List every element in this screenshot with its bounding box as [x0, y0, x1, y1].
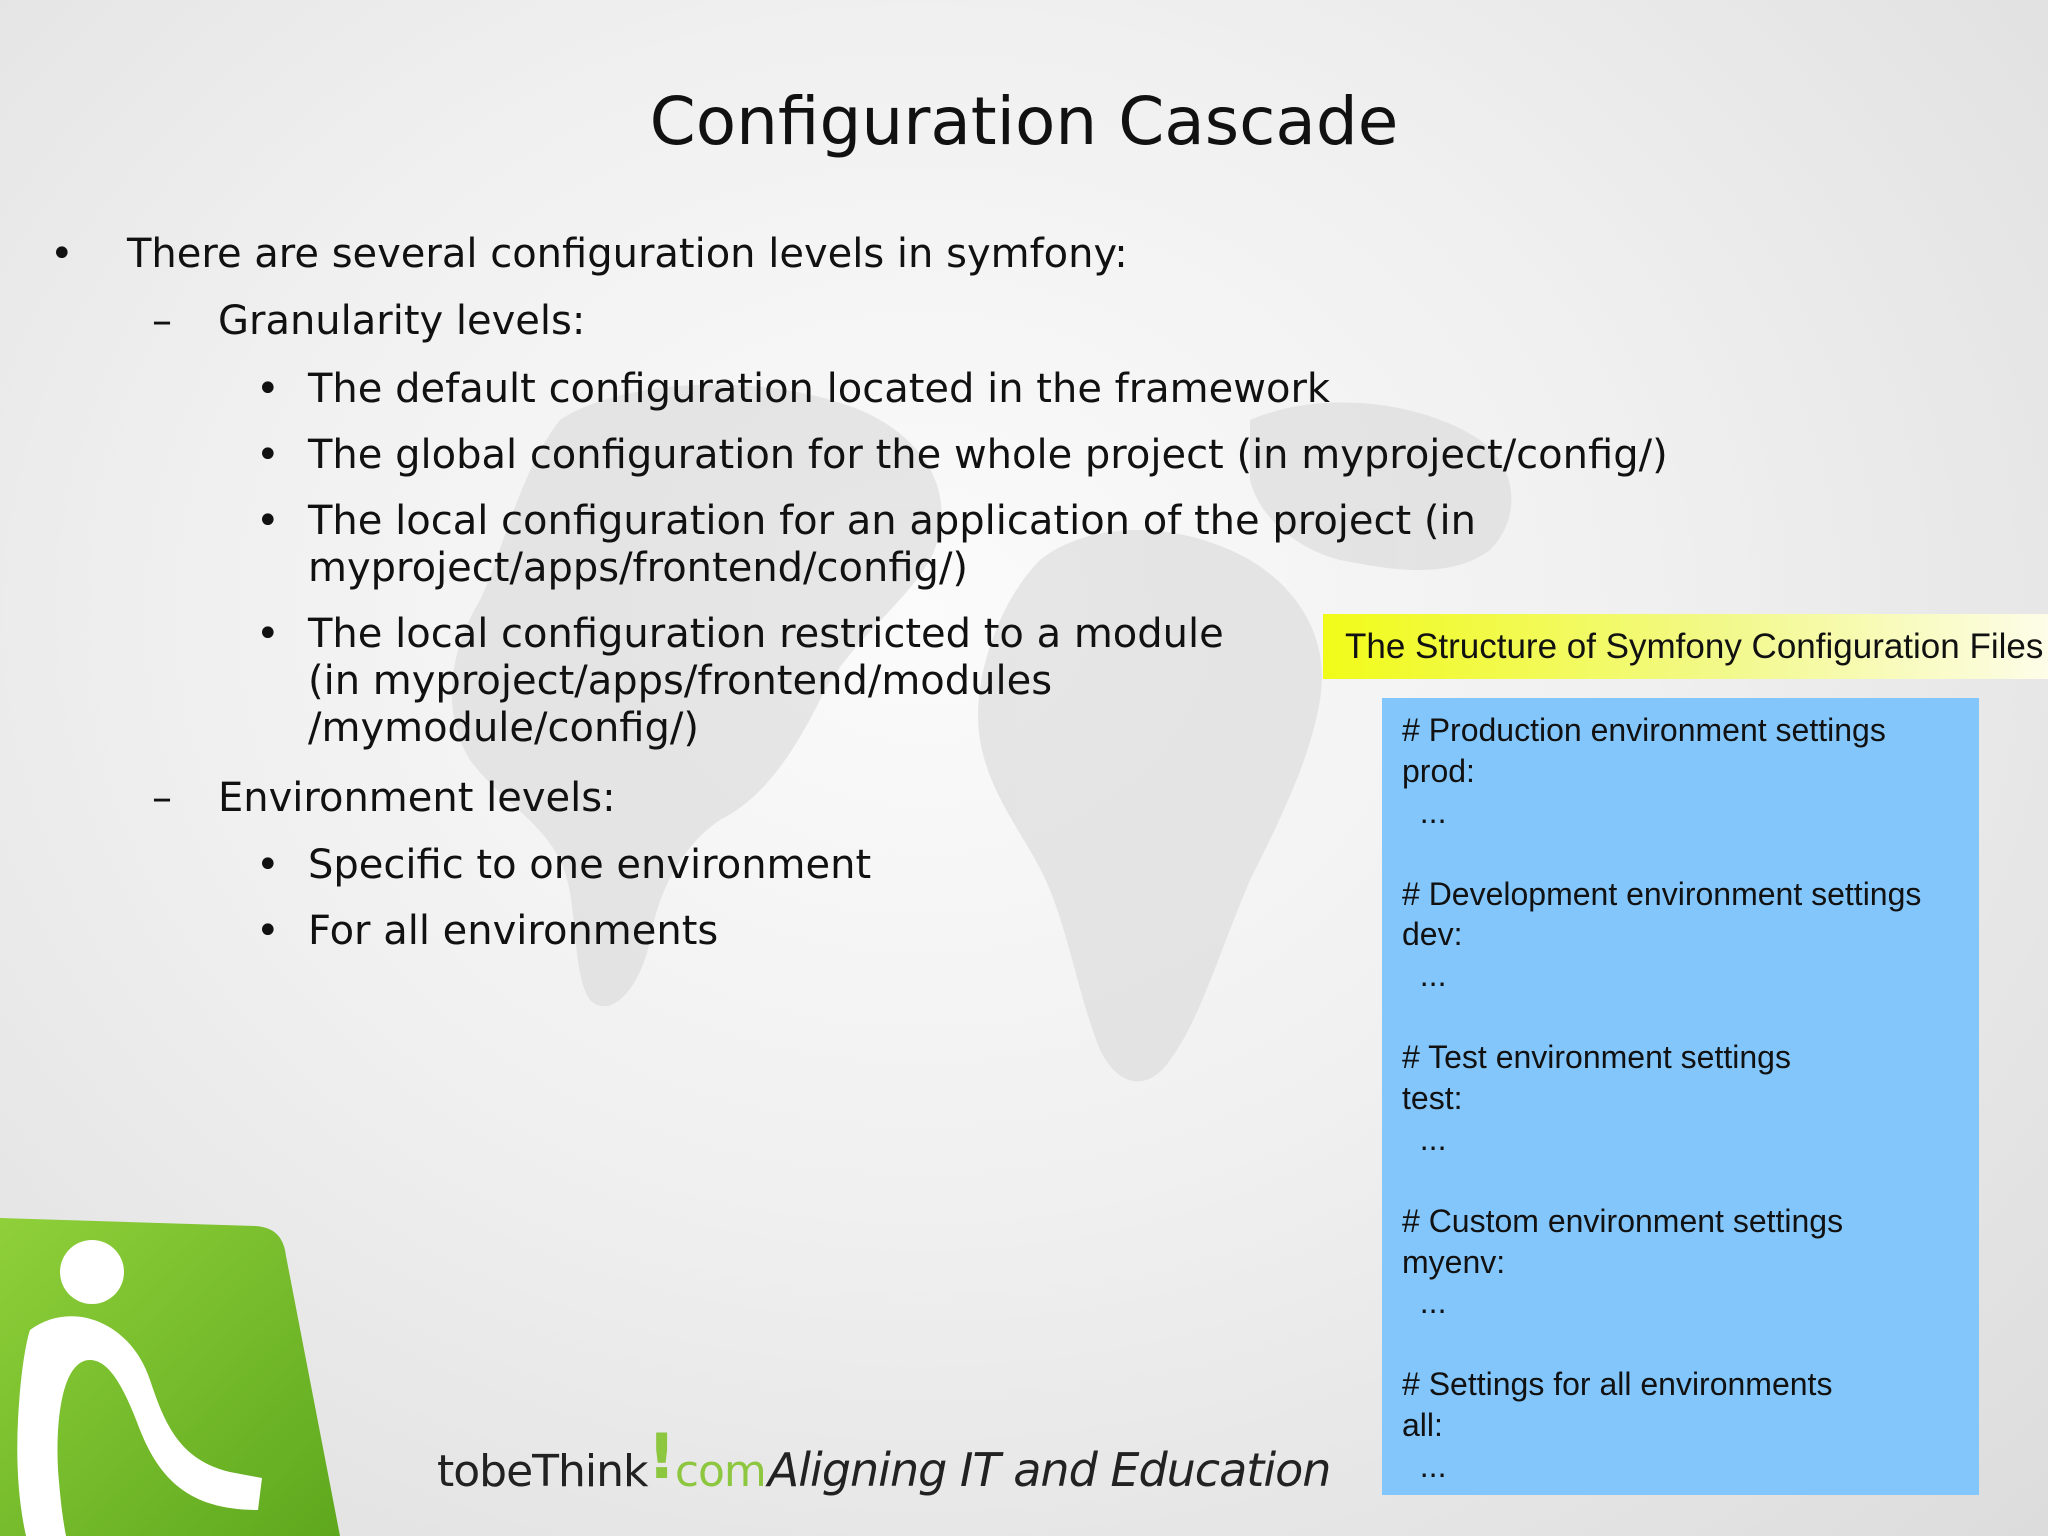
bullet-text-continued: myproject/apps/frontend/config/) [308, 545, 969, 591]
code-line [1402, 1160, 1959, 1201]
brand-tld: com [674, 1446, 767, 1497]
slide-title: Configuration Cascade [649, 83, 1399, 160]
code-line: all: [1402, 1407, 1443, 1444]
code-line: ... [1402, 1284, 1447, 1321]
code-line [1402, 833, 1959, 874]
bullet-marker: • [50, 231, 74, 277]
code-line: # Settings for all environments [1402, 1366, 1833, 1403]
code-line: dev: [1402, 916, 1463, 953]
code-line: ... [1402, 1120, 1447, 1157]
code-line: test: [1402, 1080, 1463, 1117]
code-line: prod: [1402, 752, 1475, 789]
code-line: ... [1402, 793, 1447, 830]
bullet-marker: • [256, 908, 280, 954]
bullet-text: There are several configuration levels i… [127, 231, 1128, 277]
code-line: ... [1402, 1448, 1447, 1485]
brand-tagline: Aligning IT and Education [767, 1443, 1332, 1497]
code-box: # Production environment settings prod: … [1382, 698, 1979, 1495]
bullet-marker: • [256, 366, 280, 412]
bullet-text-continued: (in myproject/apps/frontend/modules [308, 658, 1053, 704]
bullet-text: The local configuration restricted to a … [308, 611, 1224, 657]
bullet-text: The default configuration located in the… [308, 366, 1331, 412]
brand-footer: tobeThink!comAligning IT and Education [437, 1420, 1332, 1510]
bullet-text: Specific to one environment [308, 842, 872, 888]
brand-bang: ! [647, 1420, 676, 1493]
bullet-text: Environment levels: [218, 775, 616, 821]
code-line: # Custom environment settings [1402, 1202, 1844, 1239]
bullet-marker: • [256, 611, 280, 657]
code-line: # Development environment settings [1402, 875, 1922, 912]
bullet-marker: • [256, 842, 280, 888]
code-line: myenv: [1402, 1243, 1506, 1280]
bullet-marker: – [152, 298, 172, 344]
code-line [1402, 1323, 1959, 1364]
caption-banner: The Structure of Symfony Configuration F… [1323, 614, 2048, 679]
brand-name: tobeThink [437, 1446, 649, 1497]
code-line: # Production environment settings [1402, 712, 1886, 748]
bullet-text: For all environments [308, 908, 719, 954]
code-line: ... [1402, 957, 1447, 994]
bullet-text: Granularity levels: [218, 298, 586, 344]
bullet-marker: – [152, 775, 172, 821]
bullet-text-continued: /mymodule/config/) [308, 705, 699, 751]
bullet-text: The global configuration for the whole p… [308, 432, 1668, 478]
bullet-marker: • [256, 432, 280, 478]
code-line: # Test environment settings [1402, 1039, 1791, 1076]
code-line [1402, 996, 1959, 1037]
bullet-text: The local configuration for an applicati… [308, 498, 1476, 544]
tobethink-logo-icon [0, 1218, 340, 1536]
bullet-marker: • [256, 498, 280, 544]
